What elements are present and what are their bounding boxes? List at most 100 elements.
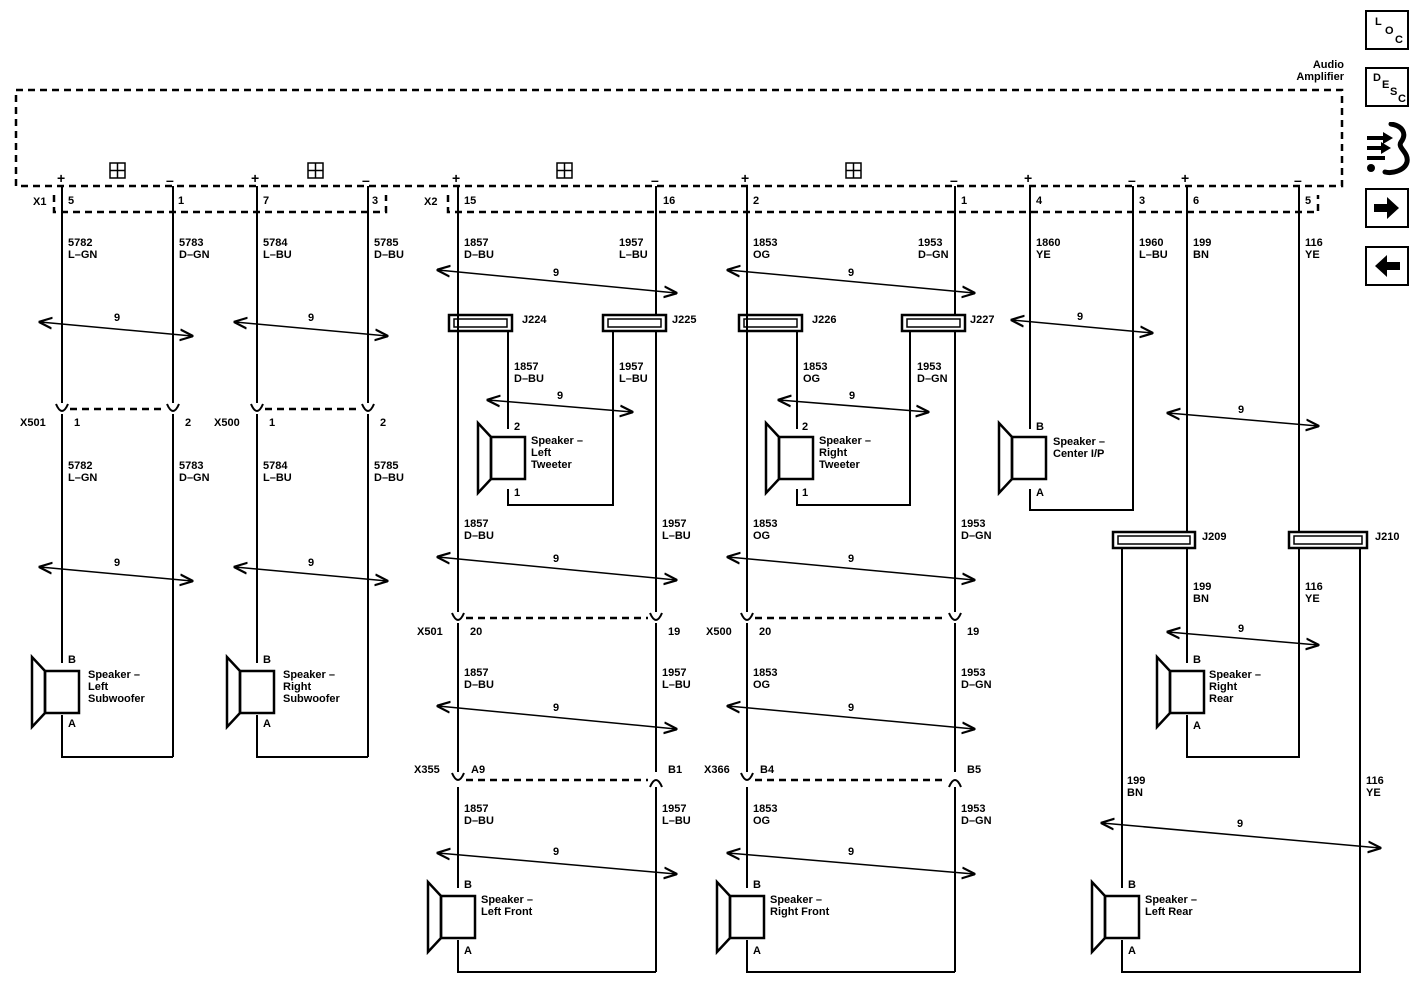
- wire-color: L–GN: [68, 472, 97, 484]
- pin-polarity-minus: –: [1128, 172, 1136, 188]
- splice-label: J209: [1202, 531, 1226, 543]
- pin-letter: B: [1036, 421, 1044, 433]
- splice-label: J226: [812, 314, 836, 326]
- pin-number: 2: [380, 417, 386, 429]
- next-page-button[interactable]: [1365, 188, 1409, 228]
- circuit-number: 199: [1193, 237, 1211, 249]
- pin-number: 1: [178, 195, 184, 207]
- audio-channel-icon: [307, 162, 324, 179]
- inline-connector-label: X355: [414, 764, 440, 776]
- wire-color: D–GN: [179, 249, 210, 261]
- twist-label: 9: [308, 312, 314, 324]
- twisted-pair-indicator: [779, 400, 928, 412]
- circuit-right-front: + – 2 1 1853 OG 1953 D–GN 9 J226 J227 18…: [704, 170, 994, 973]
- pin-letter: B: [464, 879, 472, 891]
- location-button[interactable]: L O C: [1365, 10, 1409, 50]
- twist-label: 9: [1077, 311, 1083, 323]
- inline-connector-terminal: [740, 612, 754, 621]
- twisted-pair-indicator: [438, 853, 676, 874]
- wire-color: D–GN: [961, 530, 992, 542]
- wire-color: OG: [753, 249, 770, 261]
- audio-channel-icons: [109, 162, 862, 179]
- twisted-pair-indicator: [438, 270, 676, 293]
- pin-number: 1: [74, 417, 80, 429]
- circuit-number: 1857: [464, 518, 488, 530]
- pin-number: 1: [802, 487, 808, 499]
- pin-letter: B: [1193, 654, 1201, 666]
- loc-letter: O: [1385, 25, 1394, 37]
- twisted-pair-indicator: [488, 400, 632, 412]
- circuit-number: 1960: [1139, 237, 1163, 249]
- loc-letter: C: [1395, 34, 1403, 46]
- circuit-number: 5785: [374, 237, 398, 249]
- twist-label: 9: [849, 390, 855, 402]
- component-name: Right: [283, 681, 311, 693]
- pin-polarity-minus: –: [362, 172, 370, 188]
- twist-label: 9: [848, 702, 854, 714]
- circuit-number: 199: [1193, 581, 1211, 593]
- twisted-pair-indicator: [438, 557, 676, 580]
- inline-connector-label: X366: [704, 764, 730, 776]
- connector-view-button[interactable]: [1363, 121, 1413, 176]
- wire-color: D–BU: [464, 679, 494, 691]
- component-name: Right Front: [770, 906, 830, 918]
- twist-label: 9: [1238, 623, 1244, 635]
- inline-connector-label: X500: [214, 417, 240, 429]
- wire: [256, 715, 368, 758]
- circuit-number: 1853: [753, 667, 777, 679]
- speaker-icon: [997, 419, 1048, 497]
- circuit-number: 1953: [961, 803, 985, 815]
- speaker-icon: [764, 419, 815, 497]
- component-name: Speaker –: [283, 669, 335, 681]
- pin-number: B5: [967, 764, 981, 776]
- circuit-number: 1957: [662, 803, 686, 815]
- wire-color: OG: [803, 373, 820, 385]
- pin-letter: A: [753, 945, 761, 957]
- circuit-number: 1857: [514, 361, 538, 373]
- component-name: Speaker –: [1209, 669, 1261, 681]
- circuit-number: 1957: [662, 518, 686, 530]
- previous-page-button[interactable]: [1365, 246, 1409, 286]
- circuit-number: 1953: [917, 361, 941, 373]
- wire-color: YE: [1036, 249, 1051, 261]
- pin-polarity-plus: +: [1024, 170, 1032, 186]
- speaker-icon: [476, 419, 527, 497]
- twist-label: 9: [1238, 404, 1244, 416]
- circuit-number: 1857: [464, 803, 488, 815]
- wire-color: D–GN: [961, 815, 992, 827]
- pin-letter: A: [1036, 487, 1044, 499]
- pin-number: 7: [263, 195, 269, 207]
- circuit-number: 5784: [263, 237, 288, 249]
- pin-number: 3: [372, 195, 378, 207]
- twisted-pair-indicator: [728, 706, 974, 729]
- component-name: Speaker –: [531, 435, 583, 447]
- description-button[interactable]: D E S C: [1365, 67, 1409, 107]
- wire-color: D–BU: [374, 249, 404, 261]
- twisted-pair-indicator: [438, 706, 676, 729]
- wire-color: BN: [1127, 787, 1143, 799]
- wire-color: D–BU: [464, 530, 494, 542]
- splice-pack: [447, 313, 514, 333]
- twist-label: 9: [553, 267, 559, 279]
- circuit-number: 5782: [68, 460, 92, 472]
- twisted-pair-indicator: [728, 557, 974, 580]
- inline-connector-terminal: [740, 772, 754, 781]
- wire-color: OG: [753, 530, 770, 542]
- wire-color: L–BU: [619, 373, 648, 385]
- wire: [746, 940, 955, 973]
- wire: [1186, 548, 1300, 758]
- circuit-number: 5785: [374, 460, 398, 472]
- speaker-icon: [715, 878, 766, 956]
- pin-number: A9: [471, 764, 485, 776]
- pin-number: 2: [185, 417, 191, 429]
- wire-color: L–BU: [263, 472, 292, 484]
- wire: [796, 331, 911, 506]
- inline-connector-terminal: [250, 403, 264, 412]
- component-name: Subwoofer: [283, 693, 341, 705]
- pin-letter: B: [68, 654, 76, 666]
- pin-letter: A: [263, 718, 271, 730]
- amplifier-outline: [14, 88, 1344, 188]
- pin-number: 2: [514, 421, 520, 433]
- circuit-number: 116: [1305, 237, 1323, 249]
- component-name: Left: [88, 681, 109, 693]
